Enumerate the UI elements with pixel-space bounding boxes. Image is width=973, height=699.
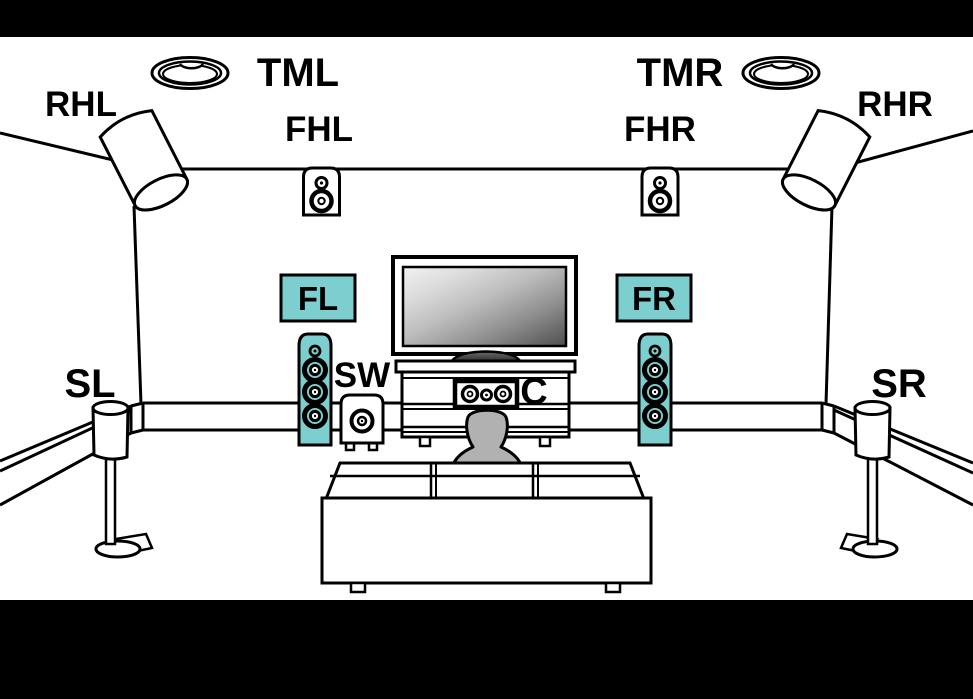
tv-stand-leg bbox=[538, 435, 552, 448]
sl-stand-pole bbox=[104, 456, 117, 546]
tv-screen bbox=[401, 265, 568, 348]
ceiling-edge-right bbox=[839, 129, 973, 169]
sr-body bbox=[853, 406, 892, 461]
tv bbox=[391, 255, 578, 367]
front-height-speaker-fhr bbox=[640, 166, 680, 217]
surround-speaker-sl bbox=[91, 400, 154, 559]
listener-silhouette bbox=[450, 408, 524, 474]
label-box-fr: FR bbox=[615, 273, 693, 323]
wall-corner-left bbox=[132, 205, 143, 405]
sl-body bbox=[91, 406, 130, 461]
ceiling-speaker-tmr bbox=[741, 56, 821, 90]
label-tml: TML bbox=[257, 51, 339, 95]
label-box-fl: FL bbox=[279, 273, 357, 323]
sr-stand-pole bbox=[866, 456, 879, 546]
center-speaker bbox=[452, 378, 520, 410]
sofa-backrest bbox=[323, 461, 647, 501]
sl-top bbox=[91, 400, 130, 416]
surround-speaker-sr bbox=[839, 400, 899, 559]
front-tower-fr bbox=[637, 332, 673, 447]
fr-woofers bbox=[642, 357, 668, 429]
subwoofer bbox=[339, 393, 385, 452]
sofa-foot bbox=[349, 581, 367, 594]
baseboard-corner-right-b bbox=[821, 401, 835, 408]
fr-tweeter bbox=[648, 344, 662, 358]
front-tower-fl bbox=[297, 332, 333, 447]
baseboard-corner-left-c bbox=[130, 428, 144, 435]
height-speaker-rhl bbox=[98, 109, 189, 212]
height-speaker-rhr bbox=[781, 109, 872, 212]
sl-base bbox=[94, 539, 142, 559]
label-c: C bbox=[520, 371, 547, 413]
label-rhr: RHR bbox=[857, 85, 933, 124]
fl-woofers bbox=[302, 357, 328, 429]
sofa bbox=[320, 461, 653, 594]
label-tmr: TMR bbox=[637, 51, 724, 95]
tv-stand-leg bbox=[418, 435, 432, 448]
baseboard-corner-left-b bbox=[130, 401, 144, 408]
ceiling-speaker-tml bbox=[150, 56, 230, 90]
sofa-base bbox=[320, 496, 653, 585]
label-fl: FL bbox=[298, 280, 338, 317]
label-sw: SW bbox=[334, 356, 390, 395]
label-fhr: FHR bbox=[624, 110, 696, 149]
front-height-speaker-fhl bbox=[302, 166, 341, 217]
label-fhl: FHL bbox=[285, 110, 353, 149]
letterbox-top bbox=[0, 0, 973, 37]
fl-tweeter bbox=[308, 344, 322, 358]
sofa-foot bbox=[604, 581, 622, 594]
wall-corner-right bbox=[824, 205, 834, 405]
label-rhl: RHL bbox=[45, 85, 117, 124]
label-sl: SL bbox=[64, 362, 115, 406]
letterbox-bottom bbox=[0, 600, 973, 699]
sr-top bbox=[853, 400, 892, 416]
baseboard-corner-right-c bbox=[821, 428, 835, 435]
label-fr: FR bbox=[632, 280, 676, 317]
tv-stand-top bbox=[394, 359, 577, 374]
label-sr: SR bbox=[871, 362, 927, 406]
